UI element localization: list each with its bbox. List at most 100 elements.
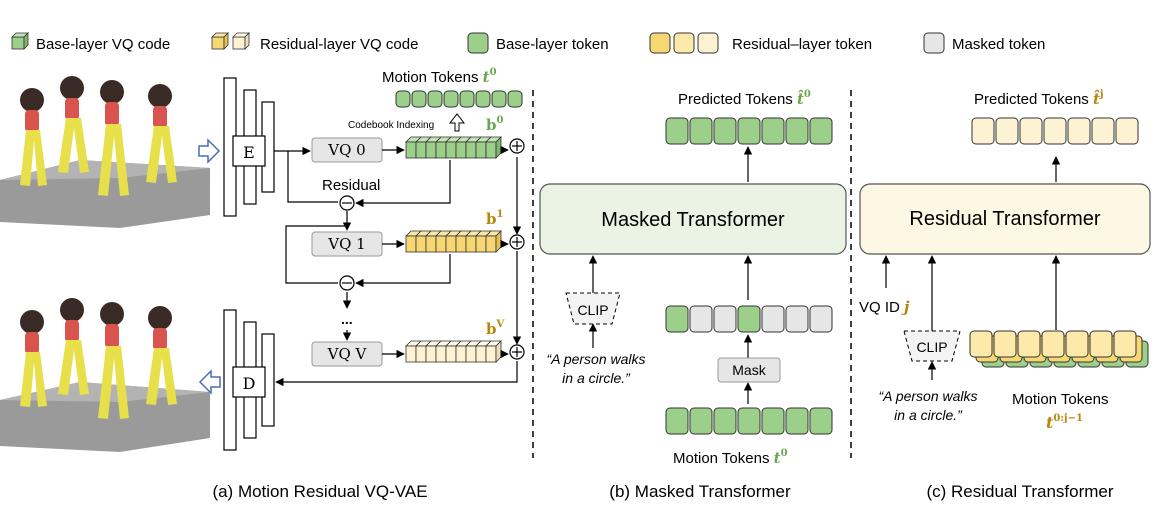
predicted-token xyxy=(713,117,737,145)
caption-a: (a) Motion Residual VQ-VAE xyxy=(212,482,427,501)
b1-label: b1 xyxy=(486,209,503,228)
decoder-label: D xyxy=(243,374,256,393)
vqv-label: VQ V xyxy=(327,345,368,363)
residual-token-swatch-3 xyxy=(697,32,719,54)
subtract-icon xyxy=(339,195,355,211)
input-token xyxy=(737,407,761,435)
code-cube xyxy=(445,345,457,363)
code-cube xyxy=(485,141,497,159)
predicted-token xyxy=(785,117,809,145)
clip-encoder-c xyxy=(903,330,961,362)
predicted-token xyxy=(1115,117,1139,145)
code-cube xyxy=(455,345,467,363)
stacked-residual-token xyxy=(1017,330,1041,358)
masked-sequence-token xyxy=(737,305,761,333)
stacked-residual-token xyxy=(1041,330,1065,358)
predicted-token xyxy=(1067,117,1091,145)
code-cube xyxy=(425,235,437,253)
base-token xyxy=(491,90,507,108)
predicted-token xyxy=(665,117,689,145)
base-token xyxy=(459,90,475,108)
mask-label: Mask xyxy=(732,362,766,378)
stacked-residual-token xyxy=(969,330,993,358)
panel-a-flow-lines xyxy=(274,145,522,387)
text-prompt-b-line2: in a circle.” xyxy=(562,370,631,386)
predicted-token xyxy=(737,117,761,145)
code-cube xyxy=(475,235,487,253)
subtract-icon xyxy=(339,275,355,291)
clip-label-b: CLIP xyxy=(577,302,608,318)
clip-label-c: CLIP xyxy=(916,339,947,355)
motion-tokens-label-b: Motion Tokens t0 xyxy=(673,448,788,467)
input-token xyxy=(785,407,809,435)
code-cube xyxy=(405,141,417,159)
walking-figure-4 xyxy=(146,84,177,183)
code-cube xyxy=(405,235,417,253)
text-prompt-c-line2: in a circle.” xyxy=(894,407,963,423)
masked-sequence-token xyxy=(809,305,833,333)
vq1-label: VQ 1 xyxy=(327,235,365,253)
output-motion-image xyxy=(0,298,210,452)
input-arrow-icon xyxy=(198,138,221,164)
caption-c: (c) Residual Transformer xyxy=(926,482,1113,501)
b0-label: b0 xyxy=(486,115,504,134)
code-cube xyxy=(445,235,457,253)
code-cube xyxy=(435,235,447,253)
add-icon xyxy=(509,344,525,360)
input-token xyxy=(809,407,833,435)
legend-residual-token: Residual–layer token xyxy=(732,36,872,53)
masked-sequence-token xyxy=(713,305,737,333)
add-icon xyxy=(509,234,525,250)
predicted-token xyxy=(1091,117,1115,145)
input-motion-image xyxy=(0,76,210,228)
output-arrow-icon xyxy=(198,369,221,395)
base-token-swatch xyxy=(467,32,489,54)
caption-b: (b) Masked Transformer xyxy=(609,482,791,501)
code-cube xyxy=(455,141,467,159)
base-token xyxy=(507,90,523,108)
panel-b-flow-lines xyxy=(588,146,753,404)
predicted-tokens-label-c: Predicted Tokens t̂j xyxy=(974,89,1104,108)
code-cube xyxy=(415,345,427,363)
code-cube xyxy=(435,345,447,363)
code-strip-b0 xyxy=(405,136,502,159)
base-token xyxy=(411,90,427,108)
legend: Base-layer VQ code Residual-layer VQ cod… xyxy=(11,32,1045,54)
code-cube xyxy=(425,141,437,159)
predicted-token xyxy=(1019,117,1043,145)
stacked-residual-token xyxy=(1089,330,1113,358)
base-vq-code-cube-icon xyxy=(11,32,29,50)
code-cube xyxy=(485,345,497,363)
input-token xyxy=(761,407,785,435)
residual-label: Residual xyxy=(322,177,380,194)
vq0-label: VQ 0 xyxy=(327,141,365,159)
panel-c: Predicted Tokens t̂j Residual Transforme… xyxy=(859,89,1151,501)
predicted-token xyxy=(1043,117,1067,145)
code-cube xyxy=(475,141,487,159)
code-strip-bv xyxy=(405,340,502,363)
predicted-token-row-b xyxy=(665,117,833,145)
legend-masked-token: Masked token xyxy=(952,36,1045,53)
masked-sequence-token xyxy=(689,305,713,333)
walking-figure-8 xyxy=(146,306,177,405)
stacked-residual-token xyxy=(1065,330,1089,358)
input-token xyxy=(713,407,737,435)
walking-figure-1 xyxy=(20,88,47,186)
legend-base-token: Base-layer token xyxy=(496,36,609,53)
predicted-token xyxy=(761,117,785,145)
bv-label: bV xyxy=(486,319,505,338)
masked-transformer-block xyxy=(539,183,847,255)
code-cube xyxy=(465,141,477,159)
walking-figure-7 xyxy=(98,302,129,419)
masked-token-swatch xyxy=(923,32,945,54)
code-cube xyxy=(455,235,467,253)
text-prompt-c-line1: “A person walks xyxy=(878,388,977,404)
residual-vq-code-cube-icon xyxy=(211,32,250,50)
walking-figure-3 xyxy=(98,80,129,196)
input-token-row-b xyxy=(665,407,833,435)
motion-tokens-symbol-c: t0:j−1 xyxy=(1046,413,1083,432)
residual-transformer-block xyxy=(859,183,1151,255)
motion-tokens-label-a: Motion Tokens t0 xyxy=(382,67,497,86)
clip-encoder-b xyxy=(565,292,621,325)
decoder: D xyxy=(223,309,275,451)
